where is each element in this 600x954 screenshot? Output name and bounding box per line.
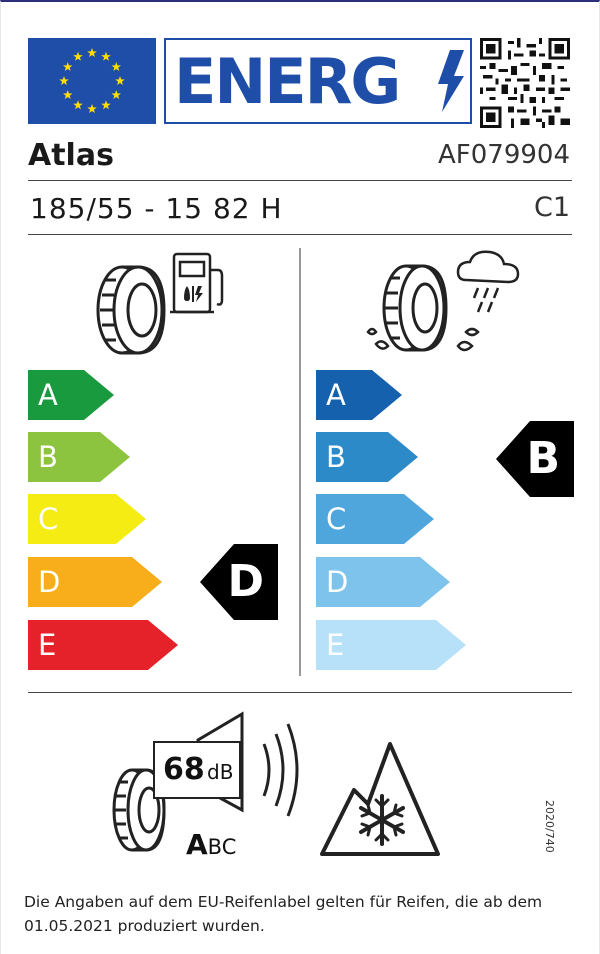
qr-code-icon (480, 38, 570, 128)
eu-star (59, 76, 69, 85)
divider (28, 234, 572, 235)
noise-unit: dB (207, 760, 234, 784)
divider (28, 180, 572, 181)
eu-star (101, 100, 111, 110)
eu-star (63, 62, 73, 71)
wet-grip-class-e: E (316, 620, 466, 670)
noise-level-box (153, 741, 241, 799)
divider (28, 692, 572, 693)
eu-star (63, 90, 73, 99)
article-number: AF079904 (438, 140, 570, 170)
eu-star (87, 48, 97, 57)
eu-star (111, 62, 121, 71)
fuel-efficiency-class-e: E (28, 620, 178, 670)
eu-flag-icon (28, 38, 156, 124)
lightning-icon (438, 50, 464, 112)
rain-cloud-tyre-icon (362, 248, 532, 362)
eu-star (101, 51, 111, 61)
energy-word: ENERG (174, 45, 401, 118)
three-peak-snowflake-icon (318, 740, 442, 862)
eu-star (73, 51, 83, 61)
fuel-efficiency-class-d: D (28, 557, 162, 607)
noise-class-rest: BC (207, 835, 237, 859)
noise-class: ABC (186, 828, 236, 861)
regulation-number: 2020/740 (543, 800, 556, 853)
eu-star (115, 76, 125, 85)
noise-class-active: A (186, 828, 208, 861)
tyre-size: 185/55 - 15 82 H (30, 192, 283, 225)
noise-value: 68 (163, 752, 205, 787)
tyre-class: C1 (533, 192, 570, 223)
eu-star (73, 100, 83, 110)
footnote: Die Angaben auf dem EU-Reifenlabel gelte… (24, 893, 543, 935)
eu-star (111, 90, 121, 99)
vertical-divider (299, 248, 301, 676)
eu-star (87, 104, 97, 113)
fuel-pump-tyre-icon (92, 250, 228, 360)
wet-grip-class-d: D (316, 557, 450, 607)
brand-name: Atlas (28, 138, 114, 173)
energy-wordmark: ENERG (164, 38, 472, 124)
